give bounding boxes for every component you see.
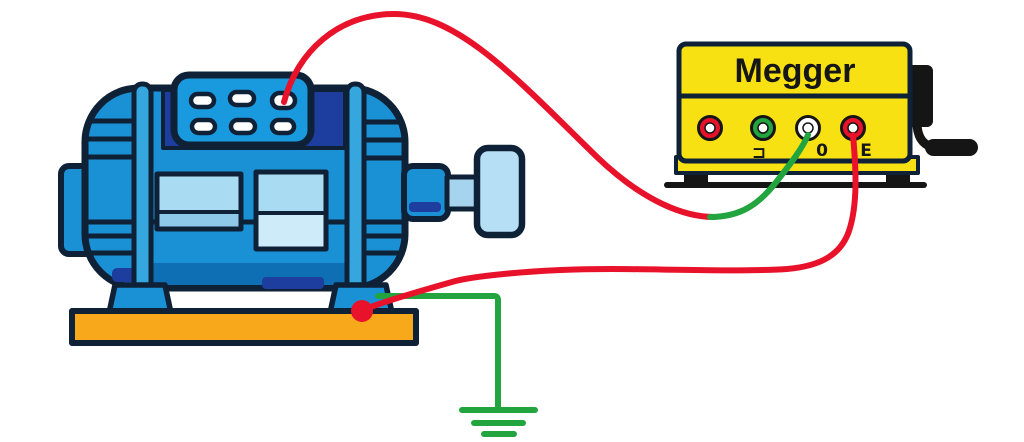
motor-shaft: [401, 144, 526, 239]
tie-rod-left: [131, 81, 154, 293]
ground-wire: [375, 293, 538, 437]
shadow-patch: [262, 277, 324, 289]
terminal-hole: [847, 122, 859, 134]
line-lead-wire-red: [281, 11, 717, 220]
terminal-label-guard: ⊐: [752, 143, 766, 163]
window-outline: [253, 169, 329, 252]
cooling-fins-right: [361, 119, 406, 256]
tie-rod-right: [344, 81, 367, 293]
terminal-hole: [757, 122, 769, 134]
terminal-slot: [269, 117, 297, 136]
window-pane: [256, 213, 326, 249]
hand-crank-icon: [925, 139, 978, 156]
frame-connection-dot: [351, 300, 373, 322]
megger-brand-label: Megger: [735, 52, 856, 90]
terminal-label-line: 0: [816, 141, 828, 161]
shaft-coupling: [473, 144, 526, 239]
cooling-fins-left: [83, 118, 135, 256]
terminal-slot: [228, 117, 258, 136]
megger-baseline: [664, 182, 927, 188]
terminal-slot: [189, 117, 218, 136]
terminal-hole: [802, 122, 814, 134]
window-outline: [154, 171, 244, 232]
window-pane: [157, 212, 241, 229]
electric-motor: [58, 71, 526, 346]
terminal-label-earth: E: [860, 141, 872, 161]
terminal-slot: [188, 91, 217, 110]
megger-terminal-1: [697, 115, 723, 141]
motor-terminal-box: [170, 71, 315, 149]
motor-window-right: [253, 169, 329, 252]
terminal-slots: [188, 89, 298, 136]
line-lead-wire-green: [707, 132, 811, 220]
terminal-slot: [227, 89, 257, 108]
window-pane: [256, 172, 326, 213]
test-leads: [281, 11, 859, 437]
ground-wire-path: [375, 293, 501, 412]
shaft-housing-shadow: [409, 202, 441, 212]
earth-ground-symbol: [459, 407, 538, 437]
terminal-hole: [704, 122, 716, 134]
megger-tester: Megger: [664, 41, 978, 188]
motor-window-left: [154, 171, 244, 232]
earth-lead-wire: [360, 132, 859, 313]
megger-terminals: [697, 115, 866, 141]
megger-terminal-2: [750, 115, 776, 141]
